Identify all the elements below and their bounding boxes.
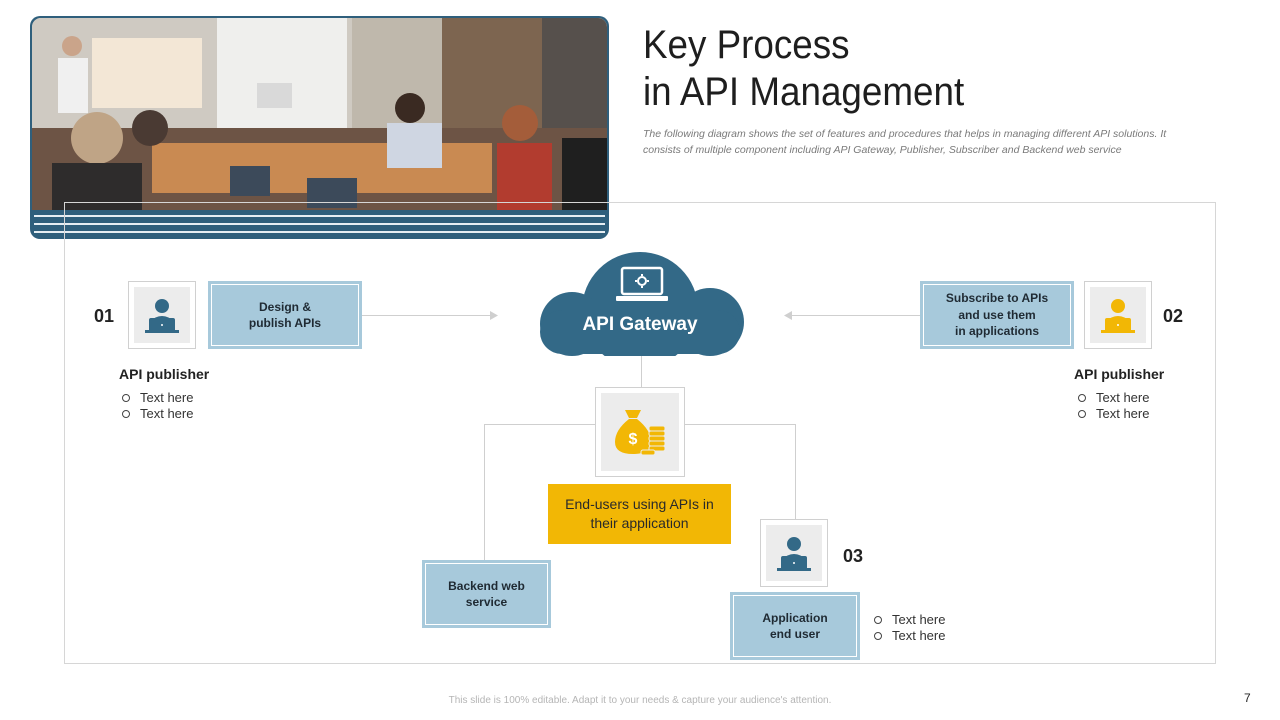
connector-line [684,424,796,425]
diagram-frame [64,202,1216,664]
connector-line [362,315,494,316]
connector-line [484,424,485,560]
step-2-bullets: Text here Text here [1078,390,1149,422]
money-bag-coins-icon: $ [615,410,666,456]
title-line-1: Key Process [643,23,850,67]
connector-line [641,352,642,388]
backend-box: Backend web service [422,560,551,628]
step-1-bullets: Text here Text here [122,390,193,422]
step-2-box-line: and use them [958,307,1036,322]
meeting-photo-image [32,18,607,210]
page-title: Key Process in API Management [643,22,964,116]
bullet-item: Text here [122,390,193,406]
bullet-item: Text here [122,406,193,422]
step-1-box-line: publish APIs [248,316,322,330]
end-users-box: End-users using APIs in their applicatio… [548,484,731,544]
step-2-box-line: Subscribe to APIs [945,291,1049,306]
connector-line [790,315,920,316]
gateway-cloud [540,252,744,356]
footer-note: This slide is 100% editable. Adapt it to… [448,695,832,706]
photo-stripe [34,215,605,217]
step-3-box: Application end user [730,592,860,660]
step-2-box-line: in applications [954,324,1039,339]
gateway-label: API Gateway [582,314,698,335]
money-icon-tile: $ [595,387,685,477]
arrow-right-icon [490,311,498,320]
step-2-role: API publisher [1074,366,1165,382]
backend-box-line: Backend web [448,579,525,593]
svg-text:$: $ [629,431,638,448]
step-3-icon-tile [760,519,828,587]
title-line-2: in API Management [643,70,965,114]
step-2-number: 02 [1163,306,1184,326]
user-laptop-icon [777,537,811,571]
bullet-item: Text here [874,612,945,628]
step-3-number: 03 [843,546,864,566]
step-1-icon-tile [128,281,196,349]
step-3-box-line: Application [762,611,828,625]
photo-stripe [34,231,605,233]
bullet-item: Text here [1078,390,1149,406]
step-1-number: 01 [94,306,115,326]
bullet-item: Text here [1078,406,1149,422]
photo-stripe [34,223,605,225]
page-subtitle: The following diagram shows the set of f… [643,128,1167,156]
step-1-box: Design & publish APIs [208,281,362,349]
connector-line [484,424,596,425]
end-users-line: End-users using APIs in [565,496,714,512]
arrow-left-icon [784,311,792,320]
step-3-box-line: end user [769,627,820,641]
step-3-bullets: Text here Text here [874,612,945,644]
bullet-item: Text here [874,628,945,644]
user-laptop-icon [1101,299,1135,333]
page-number: 7 [1244,691,1251,705]
step-2-icon-tile [1084,281,1152,349]
backend-box-line: service [465,595,508,609]
laptop-gear-icon [616,266,668,301]
step-2-box: Subscribe to APIs and use them in applic… [920,281,1074,349]
step-1-box-line: Design & [258,300,311,314]
end-users-line: their application [590,515,689,531]
connector-line [795,424,796,520]
meeting-photo [30,16,609,239]
step-1-role: API publisher [119,366,210,382]
user-laptop-icon [145,299,179,333]
